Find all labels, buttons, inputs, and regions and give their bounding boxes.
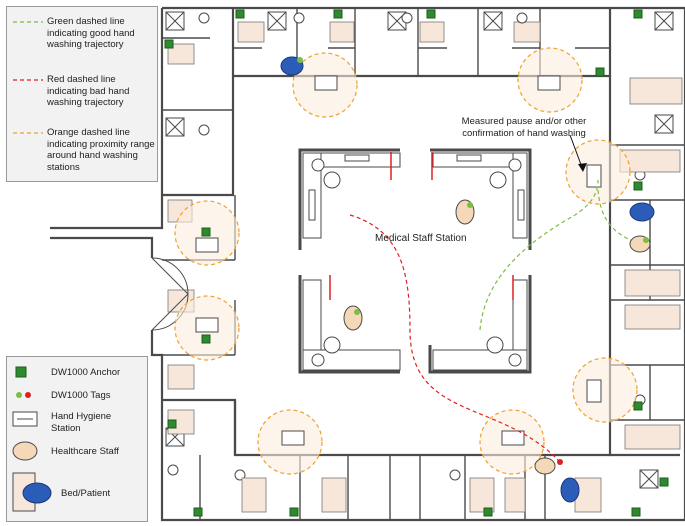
red-tag-symbol xyxy=(25,392,31,398)
staff-symbol xyxy=(12,441,38,461)
legend-green-label: Green dashed line indicating good hand w… xyxy=(47,16,135,50)
green-good-trajectory xyxy=(479,179,599,331)
hand-hygiene-stations xyxy=(195,75,602,446)
proximity-ranges xyxy=(174,47,638,475)
dw1000-tags xyxy=(297,57,649,465)
legend-symbols xyxy=(12,366,52,512)
green-tag-symbol xyxy=(16,392,22,398)
symbol-legend: DW1000 Anchor DW1000 Tags Hand Hygiene S… xyxy=(6,356,148,522)
station-red-markers xyxy=(329,152,514,300)
medical-staff-station-label: Medical Staff Station xyxy=(375,233,467,244)
sinks xyxy=(167,12,646,481)
dw1000-anchors xyxy=(164,9,669,517)
station-desks xyxy=(302,152,528,371)
top-room-fills xyxy=(167,21,683,223)
toilets xyxy=(165,11,674,489)
legend-swatches xyxy=(13,21,43,134)
legend-bed-label: Bed/Patient xyxy=(61,488,111,499)
bottom-room-fills xyxy=(241,477,602,513)
legend-orange-label: Orange dashed line indicating proximity … xyxy=(47,127,155,173)
hand-washing-callout: Measured pause and/or other confirmation… xyxy=(461,116,587,139)
green-exit-trajectory xyxy=(597,189,636,243)
legend-anchor-label: DW1000 Anchor xyxy=(51,367,121,378)
chairs xyxy=(311,158,522,367)
medical-staff-station xyxy=(298,148,532,374)
legend-tags-label: DW1000 Tags xyxy=(51,390,111,401)
healthcare-staff xyxy=(343,199,651,475)
trajectory-legend: Green dashed line indicating good hand w… xyxy=(6,6,158,182)
callout-arrowhead xyxy=(578,163,587,172)
legend-staff-label: Healthcare Staff xyxy=(51,446,119,457)
red-bad-trajectory xyxy=(349,214,559,461)
right-room-fills xyxy=(619,149,681,450)
legend-station-label: Hand Hygiene Station xyxy=(51,411,112,434)
anchor-symbol xyxy=(15,366,27,378)
legend-red-label: Red dashed line indicating bad hand wash… xyxy=(47,74,130,108)
